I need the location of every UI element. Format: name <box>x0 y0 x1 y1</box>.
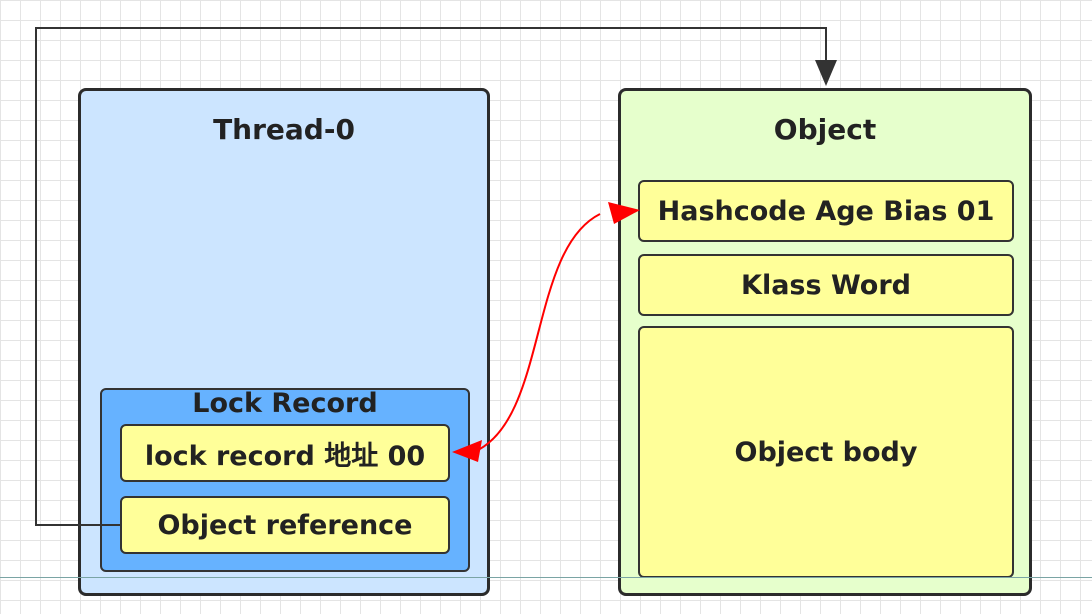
mark-word-field: Hashcode Age Bias 01 <box>638 180 1014 242</box>
klass-word-field: Klass Word <box>638 254 1014 316</box>
object-reference-arrowhead <box>815 60 837 86</box>
object-title: Object <box>773 113 877 146</box>
bottom-divider-line <box>0 577 1092 578</box>
lock-swap-connector <box>473 213 601 453</box>
object-body-field: Object body <box>638 326 1014 578</box>
lock-record-title: Lock Record <box>192 388 378 419</box>
object-reference-field: Object reference <box>120 496 450 554</box>
lock-record-address-field: lock record 地址 00 <box>120 424 450 482</box>
thread-0-title: Thread-0 <box>213 113 355 146</box>
